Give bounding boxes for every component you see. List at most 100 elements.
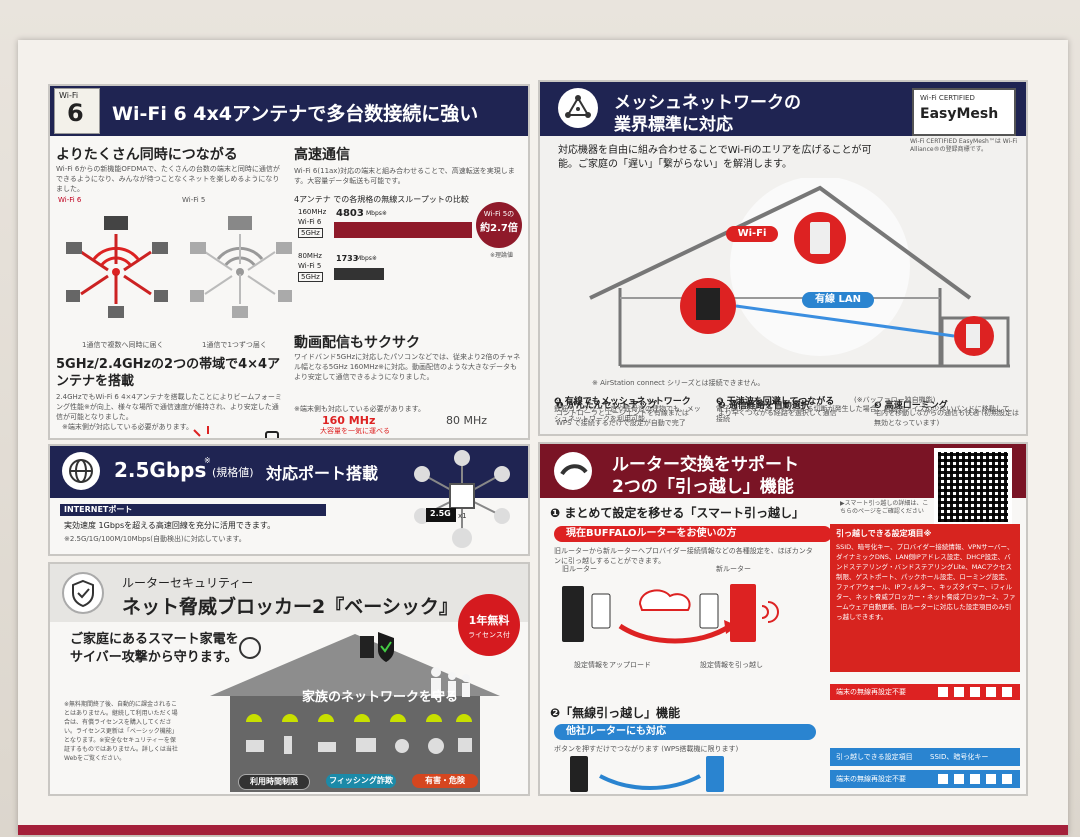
product-box: Wi-Fi 6 Wi-Fi 6 4x4アンテナで多台数接続に強い よりたくさん同… [18,40,1068,835]
f2-title: ❷ 通信経路を自動選択 [718,401,810,411]
devices-icon-1 [938,687,1014,697]
move-panel: ルーター交換をサポート 2つの「引っ越し」機能 ▶スマート引っ越しの詳細は、こち… [538,442,1028,796]
f1-title: ❶ かんたんセットアップ [556,401,657,411]
chip2: フィッシング詐欺 [326,774,396,788]
free-license-badge: 1年無料 ライセンス付 [458,594,520,656]
internet-bar: INTERNETポート [60,504,326,516]
chip3: 有害・危険 [412,774,478,788]
move-title2: 2つの「引っ越し」機能 [612,477,794,497]
blue-row2: 端末の無線再設定不要 [830,770,1020,788]
house-note: ※ AirStation connect シリーズとは接続できません。 [592,379,765,387]
blue-val: SSID、暗号化キー [930,753,989,761]
sec1-text: Wi-Fi 6からの新機能OFDMAで、たくさんの台数の端末と同時に通信ができる… [56,165,280,193]
s1-title: ❶ まとめて設定を移せる「スマート引っ越し」 [550,506,804,520]
cert-note: Wi-Fi CERTIFIED EasyMesh™は Wi-Fi Allianc… [910,138,1018,153]
f1-text: コントローラとエージェントを有線または WPS で接続するだけで設定が自動で完了 [556,409,689,427]
device-req2-text: 端末の無線再設定不要 [836,775,906,783]
swoosh-icon [554,452,592,490]
f3-title: ❸ 高速ローミング [874,401,948,411]
row1-bar [334,222,472,238]
mesh-intro: 対応機器を自由に組み合わせることでWi-Fiのエリアを広げることが可能。ご家庭の… [558,145,872,170]
row2-unit: Mbps※ [356,255,377,262]
compare-chart: 160MHz Wi-Fi 6 5GHz 4803 Mbps※ 80MHz Wi-… [294,202,524,318]
security-note: ※無料期間終了後、自動的に課金されることはありません。継続して利用いただく場合は… [64,701,178,762]
port-chip: 2.5G [430,509,451,518]
ratio-badge: Wi-Fi 5の 約2.7倍 [476,202,522,248]
wifi6-badge: Wi-Fi 6 [54,88,100,134]
f3-text: 宅内を移動しながらの通信も快適 (初期設定は無効となっています) [874,409,1019,427]
cap2: 1通信で1つずつ届く [202,341,267,349]
compare-title: 4アンテナ での各規格の無線スループットの比較 [294,195,469,204]
house-illustration: Wi-Fi 有線 LAN [570,176,1020,368]
roof-text: 家族のネットワークを守る [302,690,459,705]
security-lead1: ご家庭にあるスマート家電を [70,632,239,647]
f4-text: 鉄筋コンクリート造や鉄骨造の建物でも、メッシュネットワークを利用可能 [554,405,701,423]
sec2-title: 5GHz/2.4GHzの2つの帯域で4×4アンテナを搭載 [56,357,281,389]
port-network-icon [414,450,510,548]
f5-text: 電子レンジなどのノイズによる切断が発生した場合、自動でノイズの少ないバンドに移動… [716,405,1010,423]
s1-text: 旧ルーターから新ルーターへプロバイダー接続情報などの各種設定を、ほぼカンタンに引… [554,547,813,565]
sec4-title: 動画配信もサクサク [294,335,420,351]
chip1: 利用時間制限 [238,774,310,790]
wifi-tag: Wi-Fi [726,226,778,242]
port-title-sup: ※ [204,456,211,465]
red-title: 引っ越しできる設定項目※ [836,529,932,538]
row2-std: Wi-Fi 5 [298,262,322,270]
port-chip-x: x1 [458,512,467,520]
wifi6-title: Wi-Fi 6 4x4アンテナで多台数接続に強い [112,103,479,125]
row1-unit: Mbps※ [366,210,387,217]
cap160: 大容量を一気に運べる [320,427,390,435]
cap1: 1通信で複数へ同時に届く [82,341,164,349]
security-title: ネット脅威ブロッカー2『ベーシック』 [122,596,458,618]
ofdma-wifi5-icon [190,216,292,318]
row1-band: 5GHz [298,228,323,238]
row1-std: Wi-Fi 6 [298,218,322,226]
wifi6-badge-num: 6 [67,99,84,127]
download-label: 設定情報を引っ越し [700,661,763,669]
red-text: SSID、暗号化キー、プロバイダー接続情報、VPNサーバー、ダイナミックDNS、… [836,543,1016,621]
qr-note: ▶スマート引っ越しの詳細は、こちらのページをご確認ください [840,500,929,515]
sec3-title: 高速通信 [294,147,350,163]
new-label: 新ルーター [716,565,751,573]
security-sub: ルーターセキュリティー [122,576,254,590]
row1-val: 4803 [336,208,364,219]
globe-icon [62,452,100,490]
cert-name: EasyMesh [920,106,999,122]
port-text: 実効速度 1Gbpsを超える高速回線を充分に活用できます。 [64,521,276,530]
ofdma-diagram-wifi5: Wi-Fi 5 1通信で1つずつ届く [180,196,300,349]
house-icon [589,176,1010,368]
security-header: ルーターセキュリティー ネット脅威ブロッカー2『ベーシック』 [50,564,528,622]
sec2-text: 2.4GHzでもWi-Fi 6 4×4アンテナを搭載したことによりビームフォーミ… [56,393,282,421]
f5-title: ❺ 干渉波を回避してつながる [716,397,835,407]
lan-tag: 有線 LAN [802,292,874,308]
ofdma-diagram-wifi6: Wi-Fi 6 1通信で複数へ同時に届く [56,196,176,349]
ratio-top: Wi-Fi 5の [483,210,515,218]
sec4-text: ワイドバンド5GHzに対応したパソコンなどでは、従来より2倍のチャネル幅となる5… [294,353,521,381]
wifi6-badge-top: Wi-Fi [59,91,79,100]
row2-bar [334,268,384,280]
row2-band: 5GHz [298,272,323,282]
wireless-move-icon [570,756,724,792]
wifi5-small-label: Wi-Fi 5 [182,196,206,204]
shield-icon [62,572,104,614]
mhz80-label: 80 MHz [446,414,488,427]
ofdma-wifi6-icon [66,216,168,318]
blue-title: 引っ越しできる設定項目 [836,753,913,761]
mesh-title2: 業界標準に対応 [614,115,733,135]
badge2: ライセンス付 [468,631,510,639]
f5-note: (※バッファロー独自機能) [854,396,936,404]
s1-bar: 現在BUFFALOルーターをお使いの方 [554,526,832,542]
mesh-panel: メッシュネットワークの 業界標準に対応 Wi-Fi CERTIFIED Easy… [538,80,1028,436]
port-title-tail: 対応ポート搭載 [266,464,379,483]
mesh-features-row2: ❹ 有線でもメッシュネットワーク 鉄筋コンクリート造や鉄骨造の建物でも、メッシュ… [554,396,1024,474]
sec3-text: Wi-Fi 6(11ax)対応の端末と組み合わせることで、高速転送を実現します。… [294,167,515,185]
house-shield-illustration: 家族のネットワークを守る 利用時間制限 フィッシング詐欺 有害・危険 [190,624,520,792]
s2-bar: 他社ルーターにも対応 [554,724,816,740]
beamforming-icon [193,426,279,438]
wifi6-header: Wi-Fi 6 Wi-Fi 6 4x4アンテナで多台数接続に強い [50,86,528,136]
badge1: 1年無料 [468,614,510,627]
s2-title: ❷「無線引っ越し」機能 [550,706,681,720]
sec1-title: よりたくさん同時につながる [56,147,238,163]
s2-text: ボタンを押すだけでつながります (WPS搭載機に限ります) [554,745,739,753]
port-note: ※2.5G/1G/100M/10Mbps(自動検出)に対応しています。 [64,535,246,543]
